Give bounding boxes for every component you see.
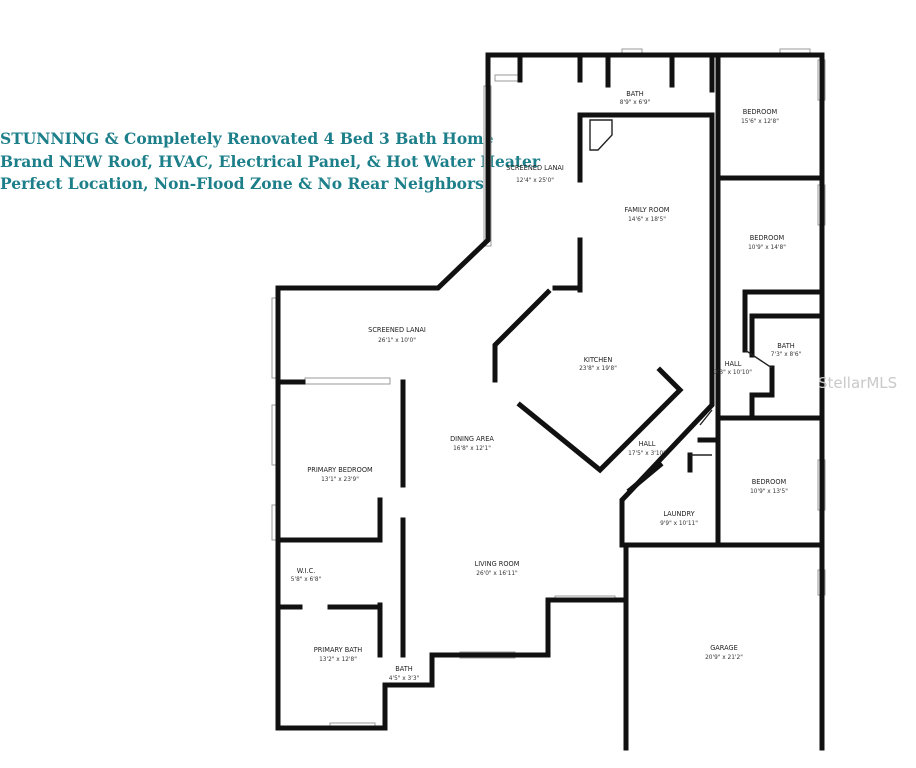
bath-top-dims: 8'9" x 6'9": [620, 100, 651, 106]
screened-lanai-1-dims: 12'4" x 25'0": [516, 178, 554, 184]
living-room-name: LIVING ROOM: [475, 560, 520, 568]
bath-small-dims: 4'5" x 3'3": [389, 676, 420, 682]
family-room-name: FAMILY ROOM: [625, 206, 670, 214]
headline-line-3: Perfect Location, Non-Flood Zone & No Re…: [0, 174, 491, 193]
kitchen-dims: 23'8" x 19'8": [579, 366, 617, 372]
primary-bath-dims: 13'2" x 12'8": [319, 657, 357, 663]
bath-mid-name: BATH: [777, 342, 795, 350]
headline-line-1: STUNNING & Completely Renovated 4 Bed 3 …: [0, 129, 494, 148]
hall-2-dims: 17'5" x 3'10": [628, 451, 666, 457]
primary-bath-name: PRIMARY BATH: [314, 646, 363, 654]
garage-dims: 20'9" x 21'2": [705, 655, 743, 661]
hall-2-name: HALL: [639, 440, 656, 448]
screened-lanai-2-name: SCREENED LANAI: [368, 326, 426, 334]
exterior-walls: [275, 52, 825, 751]
thin-lines: [589, 119, 773, 456]
hall-1-dims: 3'3" x 10'10": [714, 370, 752, 376]
bedroom-2-name: BEDROOM: [750, 234, 785, 242]
bedroom-1-dims: 15'6" x 12'8": [741, 119, 779, 125]
laundry-name: LAUNDRY: [663, 510, 695, 518]
bedroom-3-dims: 10'9" x 13'5": [750, 489, 788, 495]
laundry-dims: 9'9" x 10'11": [660, 521, 698, 527]
headline-line-2: Brand NEW Roof, HVAC, Electrical Panel, …: [0, 151, 541, 171]
interior-walls: [275, 52, 825, 658]
wic-dims: 5'8" x 6'8": [291, 577, 322, 583]
bath-top-name: BATH: [626, 90, 644, 98]
screened-lanai-1-name: SCREENED LANAI: [506, 164, 564, 172]
watermark: StellarMLS: [818, 374, 897, 392]
primary-bedroom-name: PRIMARY BEDROOM: [307, 466, 373, 474]
dining-area-dims: 16'8" x 12'1": [453, 446, 491, 452]
dining-area-name: DINING AREA: [450, 435, 494, 443]
bedroom-2-dims: 10'9" x 14'8": [748, 245, 786, 251]
bath-mid-dims: 7'3" x 8'6": [771, 352, 802, 358]
bedroom-3-name: BEDROOM: [752, 478, 787, 486]
wic-name: W.I.C.: [297, 567, 316, 575]
garage-name: GARAGE: [710, 644, 738, 652]
room-labels: BATH 8'9" x 6'9" BEDROOM 15'6" x 12'8" S…: [291, 90, 802, 682]
listing-headline: STUNNING & Completely Renovated 4 Bed 3 …: [0, 128, 541, 196]
bath-small-name: BATH: [395, 665, 413, 673]
family-room-dims: 14'6" x 18'5": [628, 217, 666, 223]
living-room-dims: 26'0" x 16'11": [476, 571, 518, 577]
bedroom-1-name: BEDROOM: [743, 108, 778, 116]
hall-1-name: HALL: [725, 360, 742, 368]
primary-bedroom-dims: 13'1" x 23'9": [321, 477, 359, 483]
kitchen-name: KITCHEN: [584, 356, 613, 364]
screened-lanai-2-dims: 26'1" x 10'0": [378, 338, 416, 344]
